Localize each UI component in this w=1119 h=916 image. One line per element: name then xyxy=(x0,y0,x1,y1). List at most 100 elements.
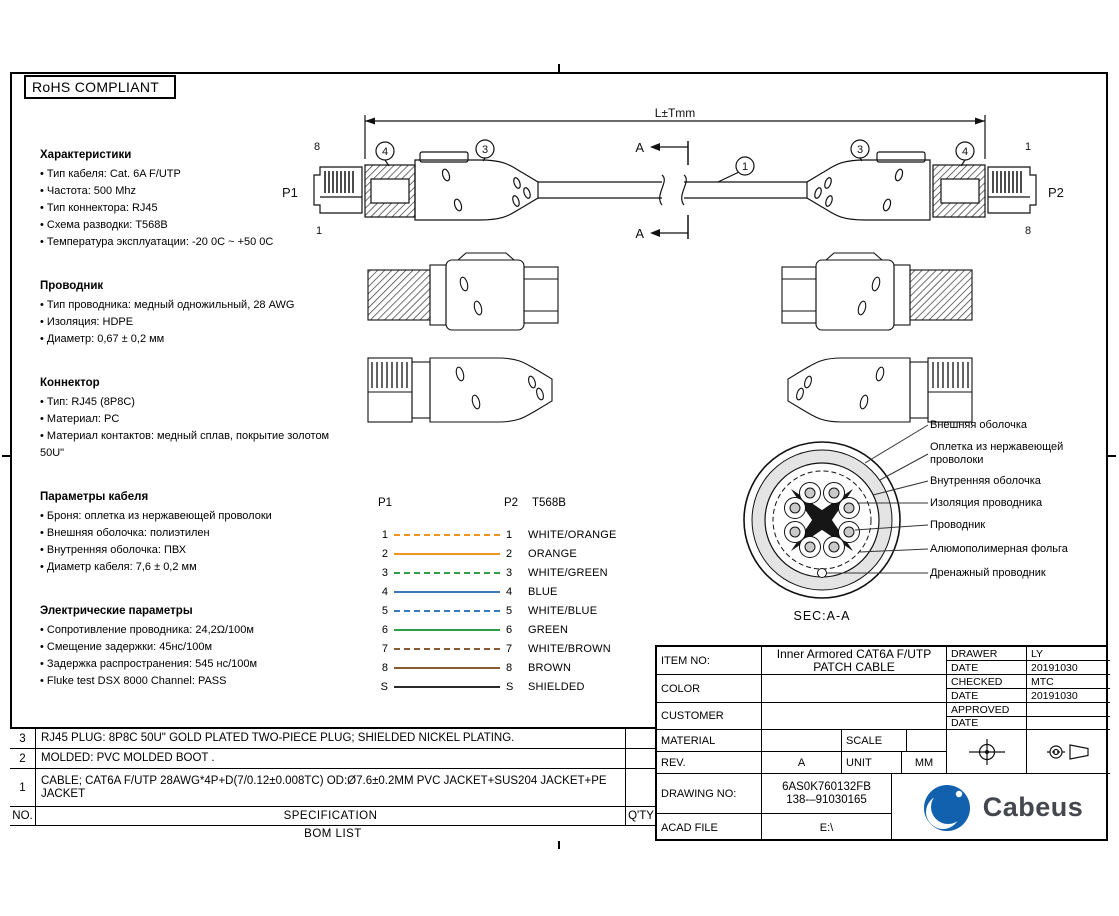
spec-item: Внутренняя оболочка: ПВХ xyxy=(40,542,345,559)
scale-label: SCALE xyxy=(842,730,907,752)
bom-list-title: BOM LIST xyxy=(304,828,362,840)
checked-label: CHECKED xyxy=(947,675,1027,689)
customer-label: CUSTOMER xyxy=(657,703,762,730)
pin-number: 3 xyxy=(381,566,388,579)
wire-row: 4 4 BLUE xyxy=(372,582,672,601)
pin-number: S xyxy=(506,680,514,693)
drawer-date-value: 20191030 xyxy=(1027,661,1110,675)
pin1-label-right: 1 xyxy=(1025,141,1031,153)
pin-number: 2 xyxy=(506,547,513,560)
target-symbol-icon xyxy=(968,738,1005,765)
cabeus-logo: Cabeus xyxy=(892,774,1110,841)
pair-separator-cross xyxy=(790,488,854,552)
spec-section-characteristics: Характеристики Тип кабеля: Cat. 6A F/UTP… xyxy=(40,147,345,251)
pin-number: 5 xyxy=(381,604,388,617)
cabeus-logo-icon xyxy=(923,784,970,831)
wire-row: 3 3 WHITE/GREEN xyxy=(372,563,672,582)
connector-top-view-left xyxy=(367,252,559,331)
section-letter-bottom: A xyxy=(635,226,644,241)
cross-section-label: Дренажный проводник xyxy=(930,567,1046,579)
spec-item: Сопротивление проводника: 24,2Ω/100м xyxy=(40,622,345,639)
bom-row-spec: RJ45 PLUG: 8P8C 50U" GOLD PLATED TWO-PIE… xyxy=(36,729,626,748)
spec-item: Броня: оплетка из нержавеющей проволоки xyxy=(40,508,345,525)
spec-section-cable-params: Параметры кабеля Броня: оплетка из нержа… xyxy=(40,489,345,576)
title-block: ITEM NO: Inner Armored CAT6A F/UTP PATCH… xyxy=(655,645,1110,841)
approved-value xyxy=(1027,703,1110,717)
callout-crimp-left: 4 xyxy=(375,141,395,167)
wire-row: 1 1 WHITE/ORANGE xyxy=(372,525,672,544)
wire-line xyxy=(394,533,500,536)
bom-row: 3 RJ45 PLUG: 8P8C 50U" GOLD PLATED TWO-P… xyxy=(10,729,656,749)
spec-item: Тип проводника: медный одножильный, 28 A… xyxy=(40,297,345,314)
acad-file-label: ACAD FILE xyxy=(657,814,762,841)
wire-row: 6 6 GREEN xyxy=(372,620,672,639)
wire-row: 7 7 WHITE/BROWN xyxy=(372,639,672,658)
bom-row-number: 3 xyxy=(10,729,36,748)
callout-number: 3 xyxy=(857,144,863,156)
callout-cable: 1 xyxy=(717,156,755,183)
pin8-label-right: 8 xyxy=(1025,225,1031,237)
bom-row-number: 1 xyxy=(10,769,36,806)
color-value xyxy=(762,675,947,703)
approved-label: APPROVED xyxy=(947,703,1027,717)
pin-number: 8 xyxy=(506,661,513,674)
drawer-label: DRAWER xyxy=(947,647,1027,661)
drawing-no-line2: 138-–91030165 xyxy=(786,793,867,806)
spec-section-conductor: Проводник Тип проводника: медный одножил… xyxy=(40,278,345,348)
wire-color-label: WHITE/GREEN xyxy=(528,566,608,579)
dimension-line: L±Tmm xyxy=(364,106,986,159)
wire-line xyxy=(394,628,500,631)
wire-row: 8 8 BROWN xyxy=(372,658,672,677)
projection-symbol-cell xyxy=(1027,730,1110,774)
wire-color-label: WHITE/BLUE xyxy=(528,604,598,617)
drawer-value: LY xyxy=(1027,647,1110,661)
spec-section-electrical: Электрические параметры Сопротивление пр… xyxy=(40,603,345,690)
cable-break-mark xyxy=(681,174,687,206)
material-value xyxy=(762,730,842,752)
cross-section-label: Внешняя оболочка xyxy=(930,419,1028,431)
pin-number: 3 xyxy=(506,566,513,579)
wire-line xyxy=(394,590,500,593)
specifications-panel: Характеристики Тип кабеля: Cat. 6A F/UTP… xyxy=(40,147,345,717)
approved-date-label: DATE xyxy=(947,717,1027,730)
cross-section-label: Оплетка из нержавеющей проволоки xyxy=(930,441,1064,466)
pin-number: 6 xyxy=(381,623,388,636)
unit-label: UNIT xyxy=(842,752,902,774)
spec-item: Диаметр кабеля: 7,6 ± 0,2 мм xyxy=(40,559,345,576)
cross-section-label: Алюмополимерная фольга xyxy=(930,543,1068,555)
spec-section-title: Коннектор xyxy=(40,377,100,389)
section-cut-a: A A xyxy=(635,140,689,241)
wire-color-label: WHITE/BROWN xyxy=(528,642,611,655)
pin-number: 4 xyxy=(381,585,388,598)
plug-p2-label: P2 xyxy=(1048,185,1064,200)
wiring-header: P1 P2 T568B xyxy=(372,497,672,525)
scale-value xyxy=(907,730,947,752)
spec-section-title: Электрические параметры xyxy=(40,605,193,617)
frame-tick-top xyxy=(558,64,560,74)
leader-lines xyxy=(827,424,929,574)
cross-section-label: Внутренняя оболочка xyxy=(930,475,1041,487)
item-no-value: Inner Armored CAT6A F/UTP PATCH CABLE xyxy=(762,647,947,675)
frame-tick-right xyxy=(1106,455,1116,457)
drawing-no-value: 6AS0K760132FB 138-–91030165 xyxy=(762,774,892,814)
bom-row-spec: MOLDED: PVC MOLDED BOOT . xyxy=(36,749,626,768)
connector-side-view-left xyxy=(367,357,553,423)
spec-item: Температура эксплуатации: -20 0C ~ +50 0… xyxy=(40,234,345,251)
section-caption: SEC:A-A xyxy=(793,609,851,623)
frame-tick-bottom xyxy=(558,839,560,849)
cabeus-logo-text: Cabeus xyxy=(982,792,1084,822)
cable-run xyxy=(538,174,807,206)
customer-value xyxy=(762,703,947,730)
callout-boot-left: 3 xyxy=(475,139,495,162)
pin1-label-left: 1 xyxy=(316,225,322,237)
wire-line xyxy=(394,666,500,669)
bom-row-spec: CABLE; CAT6A F/UTP 28AWG*4P+D(7/0.12±0.0… xyxy=(36,769,626,806)
spec-item: Смещение задержки: 45нс/100м xyxy=(40,639,345,656)
item-name-line2: PATCH CABLE xyxy=(813,659,895,674)
item-no-label: ITEM NO: xyxy=(657,647,762,675)
pin-number: 1 xyxy=(506,528,513,541)
spec-item: Fluke test DSX 8000 Channel: PASS xyxy=(40,673,345,690)
wire-color-label: BROWN xyxy=(528,661,572,674)
boot-left xyxy=(414,151,539,221)
